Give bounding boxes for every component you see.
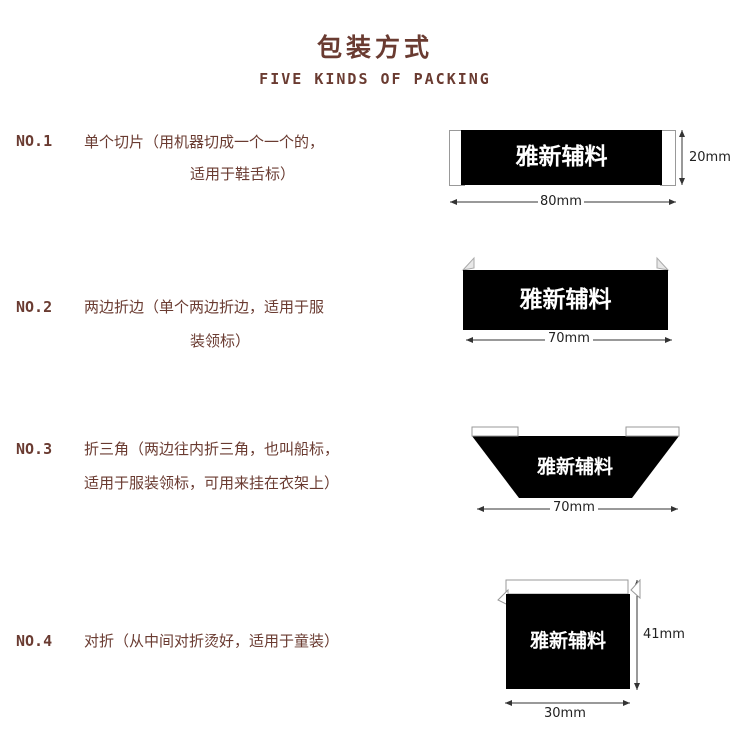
label-sample-2: 雅新辅料	[463, 270, 668, 330]
item-1-end-right	[660, 130, 676, 186]
item-desc-1-line2: 适用于鞋舌标）	[190, 165, 296, 183]
width-dimension-1: 80mm	[538, 194, 584, 209]
item-desc-2-line2: 装领标）	[190, 332, 251, 350]
item-number-4: NO.4	[16, 632, 53, 650]
label-sample-3: 雅新辅料	[536, 456, 613, 478]
width-dimension-3: 70mm	[550, 500, 598, 515]
page-title: 包装方式	[316, 33, 433, 62]
item-desc-3-line2: 适用于服装领标，可用来挂在衣架上）	[84, 474, 340, 492]
label-sample-1: 雅新辅料	[461, 130, 662, 185]
item-number-3: NO.3	[16, 440, 53, 458]
item-desc-2-line1: 两边折边（单个两边折边，适用于服	[84, 298, 325, 316]
width-dimension-4: 30mm	[544, 706, 586, 721]
item-desc-1-line1: 单个切片（用机器切成一个一个的，	[84, 133, 325, 151]
label-sample-4: 雅新辅料	[506, 594, 630, 689]
height-dimension-1: 20mm	[689, 150, 731, 165]
item-desc-4-line1: 对折（从中间对折烫好，适用于童装）	[84, 632, 340, 650]
item-number-2: NO.2	[16, 298, 53, 316]
height-dimension-4: 41mm	[643, 627, 685, 642]
page-subtitle: FIVE KINDS OF PACKING	[259, 70, 491, 88]
item-number-1: NO.1	[16, 132, 53, 150]
item-desc-3-line1: 折三角（两边往内折三角，也叫船标，	[84, 440, 340, 458]
width-dimension-2: 70mm	[545, 331, 593, 346]
